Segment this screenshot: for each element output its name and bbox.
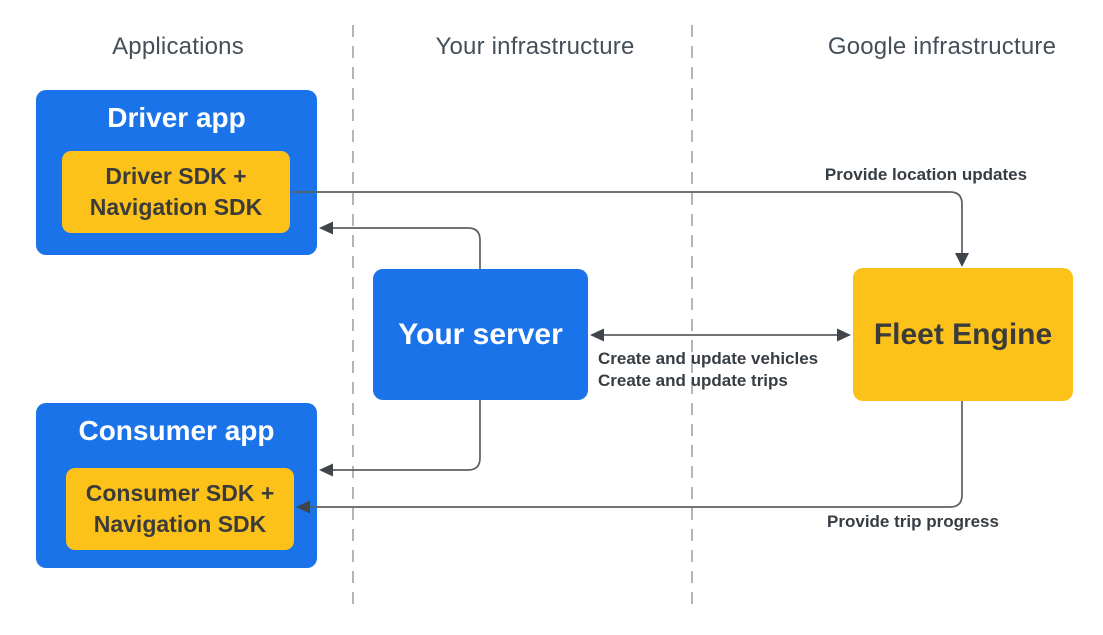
arrow-server-to-consumer xyxy=(333,400,481,471)
consumer-app-title: Consumer app xyxy=(78,415,275,446)
arrow-fleet-to-consumer xyxy=(310,401,963,508)
column-header-google-infrastructure: Google infrastructure xyxy=(827,33,1057,60)
driver-sdk-line2: Navigation SDK xyxy=(89,194,263,220)
arrowhead-server-fleet-left xyxy=(590,328,604,342)
consumer-sdk-node: Consumer SDK + Navigation SDK xyxy=(66,468,294,550)
arrowhead-server-fleet-right xyxy=(837,328,851,342)
edge-label-trip-progress: Provide trip progress xyxy=(827,512,999,531)
consumer-sdk-line1: Consumer SDK + xyxy=(85,480,275,506)
driver-sdk-line1: Driver SDK + xyxy=(105,163,247,189)
consumer-sdk-line2: Navigation SDK xyxy=(93,511,267,537)
column-header-applications: Applications xyxy=(112,33,244,60)
driver-app-title: Driver app xyxy=(107,102,246,133)
driver-sdk-node: Driver SDK + Navigation SDK xyxy=(62,151,290,233)
arrowhead-driver-to-fleet xyxy=(955,253,969,267)
arrow-server-to-driver xyxy=(333,227,481,269)
arrowhead-server-to-consumer xyxy=(319,463,333,477)
arrowhead-server-to-driver xyxy=(319,221,333,235)
edge-label-create-update-trips: Create and update trips xyxy=(598,371,788,390)
column-header-your-infrastructure: Your infrastructure xyxy=(435,33,635,60)
fleet-engine-node: Fleet Engine xyxy=(853,268,1073,401)
driver-app-node: Driver app Driver SDK + Navigation SDK xyxy=(36,90,317,255)
fleet-engine-title: Fleet Engine xyxy=(873,317,1053,351)
consumer-app-node: Consumer app Consumer SDK + Navigation S… xyxy=(36,403,317,568)
edge-label-create-update-vehicles: Create and update vehicles xyxy=(598,349,819,368)
your-server-title: Your server xyxy=(398,317,563,351)
your-server-node: Your server xyxy=(373,269,588,400)
edge-label-location-updates: Provide location updates xyxy=(824,165,1028,184)
arrow-driver-to-fleet xyxy=(291,191,963,255)
